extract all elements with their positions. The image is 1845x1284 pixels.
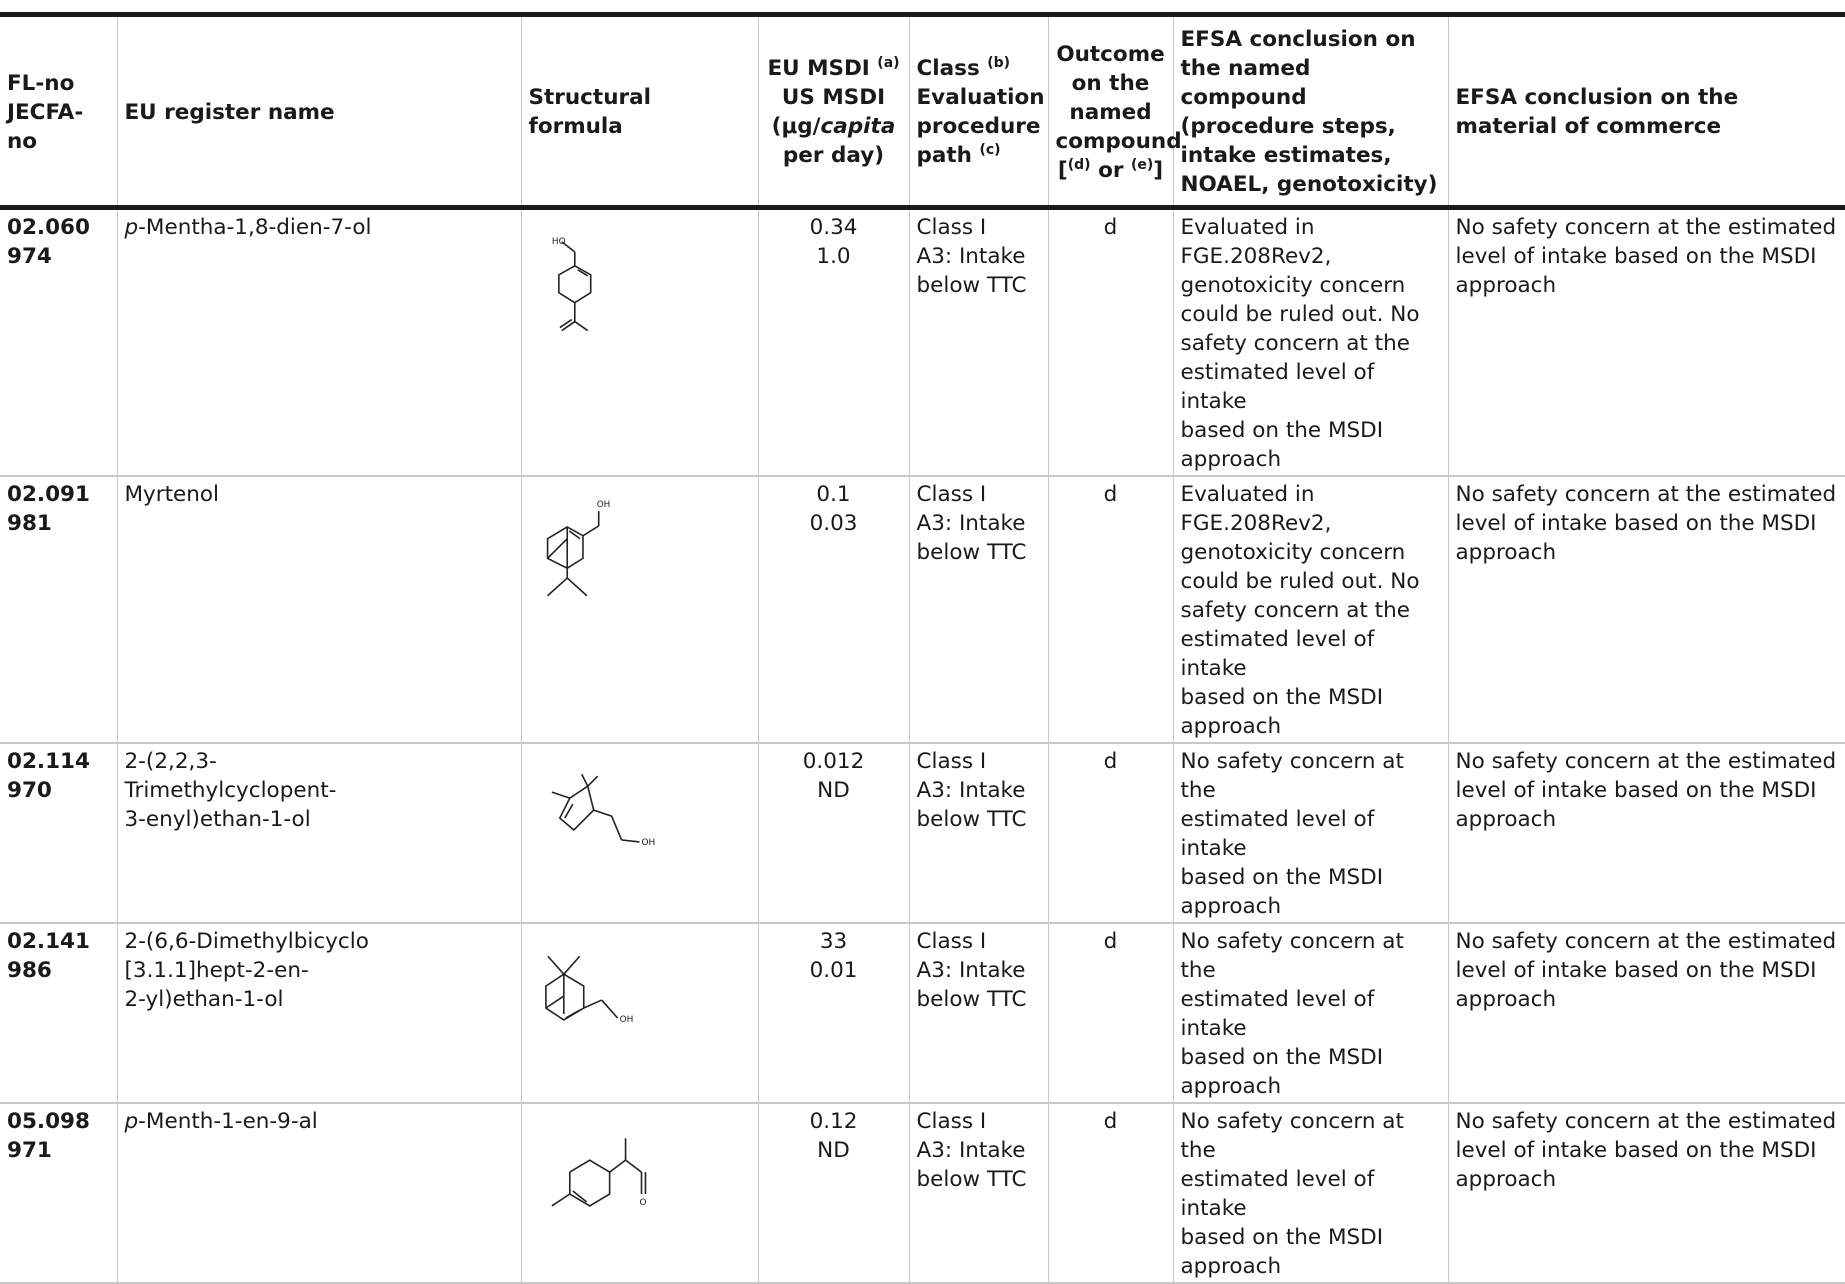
structure-cell: HO [520, 207, 758, 476]
header-msdi: EU MSDI (a) US MSDI (μg/capita per day) [757, 14, 909, 208]
header-outcome: Outcome on the named compound [(d) or (e… [1047, 14, 1182, 208]
outcome-cell: d [1047, 207, 1173, 476]
structure-p-menthenal: O [550, 1138, 646, 1208]
outcome-cell: d [1047, 743, 1173, 923]
outcome-cell: d [1047, 1103, 1173, 1283]
structure-cell: OH [520, 923, 758, 1103]
register-name-cell: 2-(6,6-Dimethylbicyclo[3.1.1]hept-2-en-2… [116, 923, 521, 1103]
outcome-cell: d [1047, 923, 1173, 1103]
structure-cell: O [520, 1103, 758, 1283]
header-register-name: EU register name [116, 14, 521, 208]
structure-dimethylbicycloheptenyl-ethanol: OH [544, 955, 633, 1025]
structure-atom-label: OH [619, 1015, 633, 1025]
structure-atom-label: OH [641, 838, 655, 848]
structure-cell: OH [520, 476, 758, 743]
structure-trimethylcyclopentenyl-ethanol: OH [551, 773, 655, 848]
structure-atom-label: O [639, 1198, 646, 1208]
structure-myrtenol: OH [546, 500, 610, 597]
structure-p-mentha-dienol: HO [551, 237, 592, 332]
register-name-cell: Myrtenol [116, 476, 521, 743]
structure-cell: OH [520, 743, 758, 923]
header-class: Class (b) Evaluation procedure path (c) [908, 14, 1048, 208]
structure-atom-label: HO [551, 237, 565, 247]
register-name-cell: 2-(2,2,3-Trimethylcyclopent-3-enyl)ethan… [116, 743, 521, 923]
header-structural-formula: Structural formula [520, 14, 758, 208]
register-name-cell: p-Menth-1-en-9-al [116, 1103, 521, 1283]
structure-atom-label: OH [596, 500, 610, 510]
outcome-cell: d [1047, 476, 1173, 743]
register-name-cell: p-Mentha-1,8-dien-7-ol [116, 207, 521, 476]
